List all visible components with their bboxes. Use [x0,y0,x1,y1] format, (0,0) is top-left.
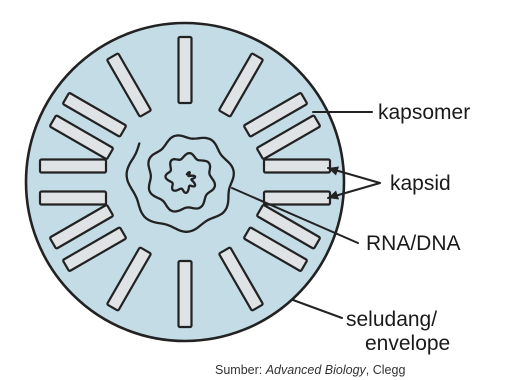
label-kapsomer: kapsomer [378,101,470,124]
source-credit: Sumber: Advanced Biology, Clegg [215,363,405,377]
pointer-line-envelope [293,300,342,318]
capsomer-1 [264,160,330,173]
label-envelope-line2: envelope [365,332,450,355]
capsomer-10 [40,192,106,205]
capsomer-6 [179,261,192,327]
source-prefix: Sumber: [215,363,266,377]
label-envelope-line1: seludang/ [346,308,437,331]
source-suffix: , Clegg [366,363,406,377]
source-title: Advanced Biology [265,363,367,377]
capsomer-2 [264,192,330,205]
label-rna-dna: RNA/DNA [366,232,461,255]
capsomer-11 [40,160,106,173]
capsomer-15 [179,37,192,103]
label-kapsid: kapsid [390,172,451,195]
